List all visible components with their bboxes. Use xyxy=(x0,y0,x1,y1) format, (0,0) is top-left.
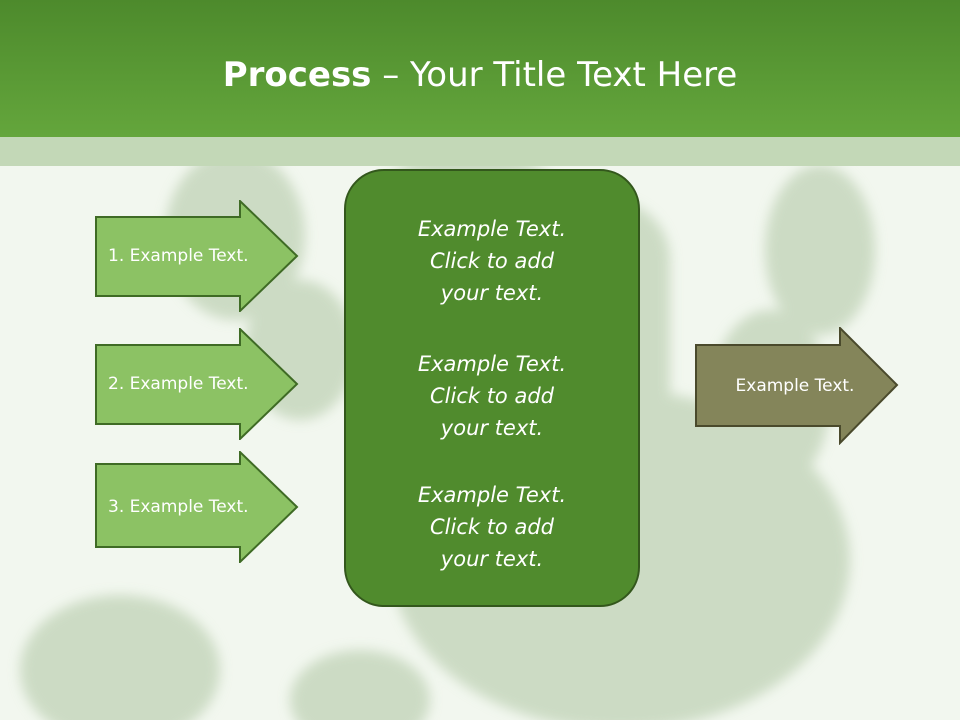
title-rest: – Your Title Text Here xyxy=(371,55,738,95)
left-arrow-2[interactable]: 2. Example Text. xyxy=(95,328,300,440)
right-arrow[interactable]: Example Text. xyxy=(695,327,900,445)
block-line: your text. xyxy=(440,416,544,440)
text-block-2: Example Text. Click to add your text. xyxy=(346,348,638,444)
arrow-shape-icon xyxy=(95,200,299,312)
arrow-label: 1. Example Text. xyxy=(108,246,249,266)
arrow-label: 2. Example Text. xyxy=(108,374,249,394)
header-bar xyxy=(0,0,960,137)
block-line: Click to add xyxy=(429,515,554,539)
block-line: Click to add xyxy=(429,249,554,273)
left-arrow-3[interactable]: 3. Example Text. xyxy=(95,451,300,563)
left-arrow-1[interactable]: 1. Example Text. xyxy=(95,200,300,312)
header-band xyxy=(0,137,960,166)
block-line: your text. xyxy=(440,547,544,571)
block-line: Example Text. xyxy=(417,352,567,376)
text-block-1: Example Text. Click to add your text. xyxy=(346,213,638,309)
title-bold: Process xyxy=(222,55,372,95)
center-text-box[interactable]: Example Text. Click to add your text. Ex… xyxy=(344,169,640,607)
arrow-label: Example Text. xyxy=(735,376,855,396)
arrow-label: 3. Example Text. xyxy=(108,497,249,517)
arrow-shape-icon xyxy=(695,327,899,445)
slide-title[interactable]: Process – Your Title Text Here xyxy=(0,52,960,98)
block-line: your text. xyxy=(440,281,544,305)
arrow-shape-icon xyxy=(95,451,299,563)
block-line: Click to add xyxy=(429,384,554,408)
arrow-shape-icon xyxy=(95,328,299,440)
text-block-3: Example Text. Click to add your text. xyxy=(346,479,638,575)
block-line: Example Text. xyxy=(417,483,567,507)
block-line: Example Text. xyxy=(417,217,567,241)
